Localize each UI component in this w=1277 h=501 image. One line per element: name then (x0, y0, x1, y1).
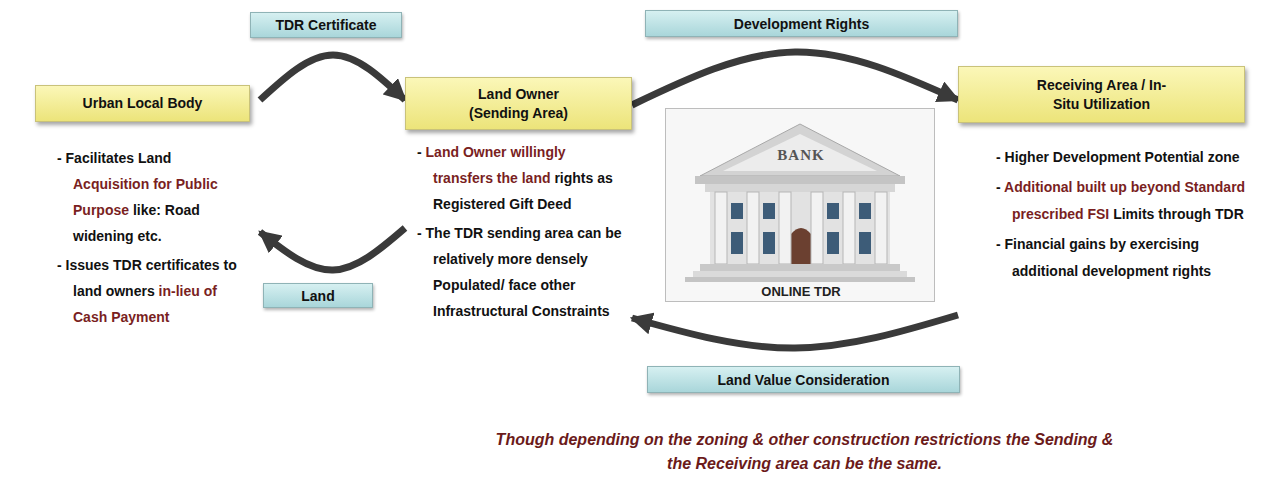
flow-label: TDR Certificate (250, 12, 402, 38)
heading-box: Receiving Area / In-Situ Utilization (958, 66, 1245, 123)
heading-text: Land Owner (Sending Area) (456, 85, 581, 123)
bullet-text: - Facilitates Land Acquisition for Publi… (57, 145, 237, 249)
bullet-text: - Issues TDR certificates to land owners… (57, 252, 237, 330)
bullet-text: - Additional built up beyond Standard pr… (996, 174, 1258, 228)
stakeholder-group: Land Owner (Sending Area) - Land Owner wi… (405, 77, 632, 377)
panel-label: ONLINE TDR (701, 284, 901, 299)
footnote: Though depending on the zoning & other c… (492, 428, 1117, 476)
bullet-text: - The TDR sending area can be relatively… (417, 220, 622, 324)
bank-illustration (665, 108, 935, 302)
heading-text: Receiving Area / In-Situ Utilization (1027, 76, 1177, 114)
building-sign: BANK (751, 147, 851, 164)
heading-box: Urban Local Body (35, 85, 250, 122)
heading-text: Urban Local Body (83, 94, 203, 113)
flow-label: Land Value Consideration (647, 366, 960, 393)
flow-arrow (632, 315, 958, 348)
bullet-list: - Facilitates Land Acquisition for Publi… (57, 145, 237, 333)
bank-panel: BANK ONLINE TDR (665, 108, 935, 302)
stakeholder-group: Urban Local Body - Facilitates Land Acqui… (35, 85, 260, 385)
bullet-list: - Higher Development Potential zone - Add… (996, 144, 1258, 288)
bullet-text: - Financial gains by exercising addition… (996, 231, 1258, 285)
bullet-list: - Land Owner willingly transfers the lan… (417, 139, 622, 327)
stakeholder-group: Receiving Area / In-Situ Utilization - Hi… (958, 66, 1258, 366)
flow-arrow (260, 55, 405, 100)
heading-box: Land Owner (Sending Area) (405, 77, 632, 130)
bullet-text: - Land Owner willingly transfers the lan… (417, 139, 622, 217)
flow-arrow (260, 228, 405, 270)
flow-label: Land (263, 283, 373, 308)
flow-arrow (632, 52, 958, 105)
flow-label: Development Rights (645, 10, 958, 37)
bullet-text: - Higher Development Potential zone (996, 144, 1258, 171)
